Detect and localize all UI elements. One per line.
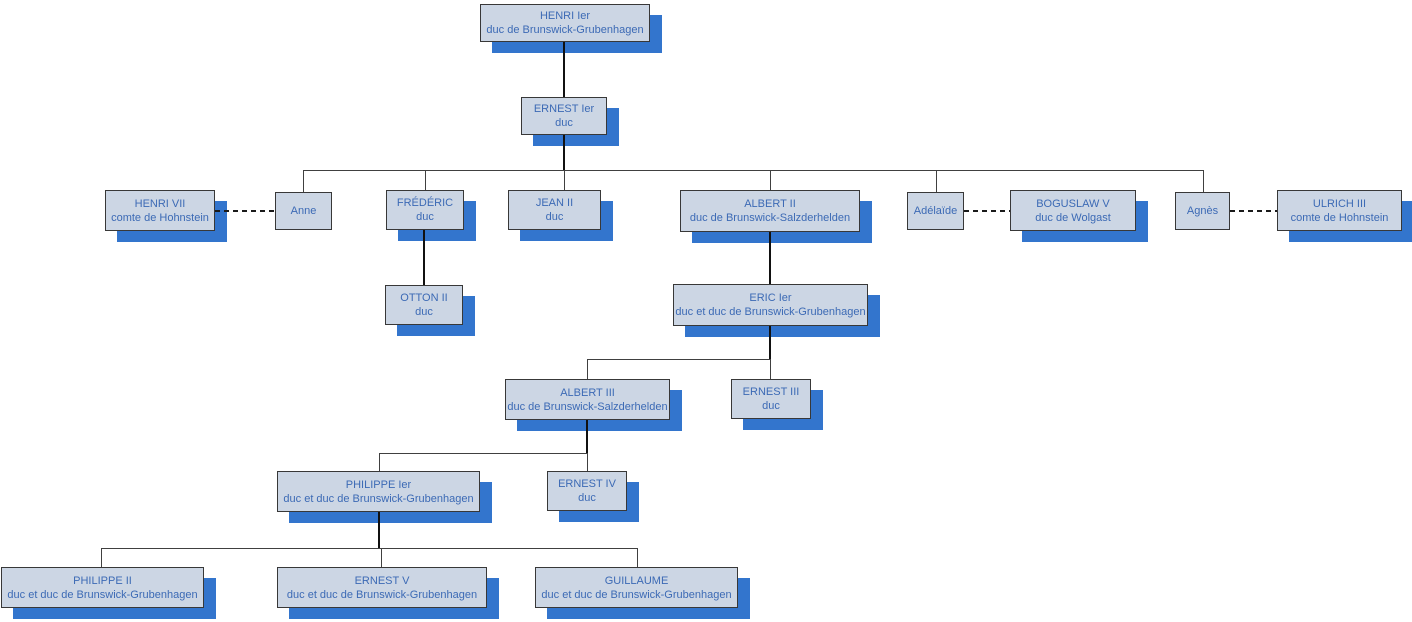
descent-connector-line (379, 452, 587, 454)
person-title: duc (762, 400, 780, 412)
marriage-dashed-connector (964, 210, 1010, 212)
marriage-dashed-connector (215, 210, 275, 212)
person-title: comte de Hohnstein (1290, 211, 1389, 224)
person-name: ERNEST Ier (533, 103, 595, 115)
person-name: ULRICH III (1312, 197, 1367, 210)
person-node-ernest-1er[interactable]: ERNEST Ier duc (521, 97, 607, 135)
person-name: FRÉDÉRIC (396, 197, 454, 209)
person-title: duc et duc de Brunswick-Grubenhagen (7, 588, 198, 601)
descent-connector-line (586, 420, 588, 453)
person-name: ERNEST III (742, 386, 800, 398)
descent-connector-line (769, 326, 771, 359)
descent-connector-line (1202, 170, 1204, 192)
person-title: duc (416, 211, 434, 223)
person-name: ALBERT III (560, 386, 615, 399)
person-node-anne[interactable]: Anne (275, 192, 332, 230)
person-name: HENRI Ier (539, 10, 591, 22)
person-node-frederic[interactable]: FRÉDÉRIC duc (386, 190, 464, 230)
person-name: ERNEST V (354, 574, 410, 587)
descent-connector-line (378, 512, 380, 548)
person-name: OTTON II (400, 292, 448, 304)
descent-connector-line (769, 170, 771, 190)
person-node-agnes[interactable]: Agnès (1175, 192, 1230, 230)
descent-connector-line (302, 170, 304, 192)
person-title: duc (555, 117, 573, 129)
descent-connector-line (101, 547, 637, 549)
person-title: duc et duc de Brunswick-Grubenhagen (675, 306, 866, 318)
descent-connector-line (100, 548, 102, 567)
descent-connector-line (563, 135, 565, 171)
person-title: duc et duc de Brunswick-Grubenhagen (283, 492, 474, 505)
person-node-otton-ii[interactable]: OTTON II duc (385, 285, 463, 325)
person-title: duc (415, 306, 433, 318)
person-name: Anne (290, 205, 317, 217)
person-node-albert-ii[interactable]: ALBERT II duc de Brunswick-Salzderhelden (680, 190, 860, 232)
descent-connector-line (563, 170, 565, 190)
descent-connector-line (935, 170, 937, 192)
person-name: PHILIPPE II (73, 574, 132, 587)
person-name: GUILLAUME (604, 574, 669, 587)
descent-connector-line (586, 453, 588, 471)
descent-connector-line (423, 230, 425, 285)
person-name: ALBERT II (744, 198, 796, 210)
person-name: JEAN II (535, 197, 574, 209)
person-title: duc et duc de Brunswick-Grubenhagen (286, 588, 478, 601)
descent-connector-line (769, 359, 771, 379)
descent-connector-line (303, 169, 1203, 171)
person-node-ernest-iii[interactable]: ERNEST III duc (731, 379, 811, 419)
descent-connector-line (378, 453, 380, 471)
person-title: duc (578, 492, 596, 504)
person-node-eric-1er[interactable]: ERIC Ier duc et duc de Brunswick-Grubenha… (673, 284, 868, 326)
marriage-dashed-connector (1230, 210, 1277, 212)
descent-connector-line (563, 42, 565, 97)
person-title: duc et duc de Brunswick-Grubenhagen (541, 588, 732, 601)
descent-connector-line (769, 232, 771, 284)
person-node-henri-1er[interactable]: HENRI Ier duc de Brunswick-Grubenhagen (480, 4, 650, 42)
person-name: HENRI VII (134, 197, 186, 210)
descent-connector-line (380, 548, 382, 567)
person-title: duc de Wolgast (1035, 211, 1111, 224)
person-name: ERIC Ier (749, 292, 792, 304)
person-title: duc de Brunswick-Grubenhagen (486, 24, 644, 36)
descent-connector-line (587, 358, 770, 360)
person-name: BOGUSLAW V (1036, 197, 1110, 210)
descent-connector-line (424, 170, 426, 190)
person-name: Agnès (1186, 205, 1219, 217)
descent-connector-line (586, 359, 588, 379)
descent-connector-line (636, 548, 638, 567)
person-node-jean-ii[interactable]: JEAN II duc (508, 190, 601, 230)
person-node-adelaide[interactable]: Adélaïde (907, 192, 964, 230)
person-name: ERNEST IV (558, 478, 616, 490)
person-title: duc (545, 211, 564, 223)
person-name: PHILIPPE Ier (345, 478, 412, 491)
person-name: Adélaïde (913, 205, 958, 217)
person-title: duc de Brunswick-Salzderhelden (689, 212, 851, 224)
person-title: comte de Hohnstein (111, 211, 209, 224)
person-title: duc de Brunswick-Salzderhelden (507, 400, 668, 413)
person-node-ernest-iv[interactable]: ERNEST IV duc (547, 471, 627, 511)
